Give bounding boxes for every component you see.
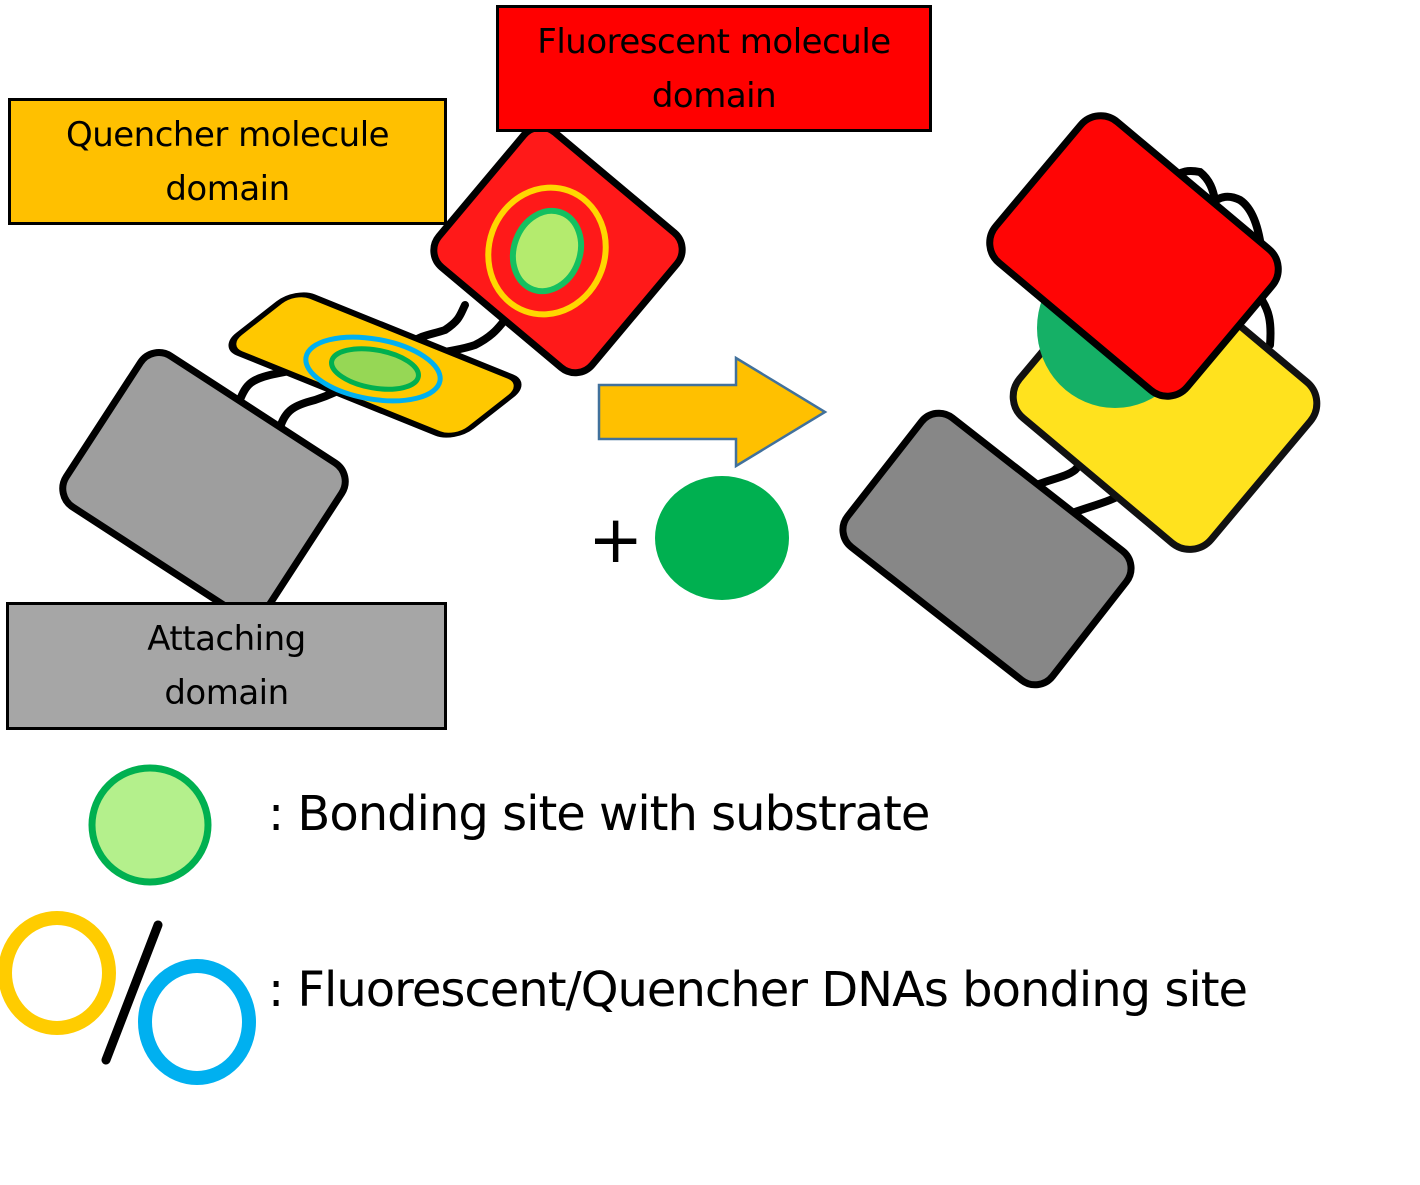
- plus-sign: +: [588, 501, 644, 578]
- linker: [1258, 296, 1275, 349]
- substrate-site: [329, 346, 421, 392]
- attaching-domain-label: Attaching domain: [6, 602, 447, 730]
- attaching-domain-right: [839, 409, 1135, 689]
- quencher-binding-site-left: [303, 334, 443, 404]
- fluorescent-domain-label: Fluorescent molecule domain: [496, 5, 932, 132]
- quencher-dna-ring: [303, 334, 443, 404]
- legend-slash-icon: [101, 920, 163, 1065]
- substrate-molecule: [655, 476, 789, 600]
- legend-substrate-site-text: : Bonding site with substrate: [268, 786, 930, 842]
- substrate-site: [509, 207, 585, 295]
- fluorescent-dna-ring: [485, 184, 609, 318]
- legend-fluorescent-ring-icon: [0, 911, 116, 1035]
- legend-substrate-site-icon: [88, 764, 212, 886]
- fluorescent-binding-site-left: [485, 184, 609, 318]
- reaction-arrow: [597, 355, 828, 469]
- linker: [276, 386, 344, 432]
- quencher-domain-label: Quencher molecule domain: [8, 98, 447, 225]
- legend-quencher-ring-icon: [138, 959, 256, 1085]
- legend-dna-site-text: : Fluorescent/Quencher DNAs bonding site: [268, 962, 1248, 1018]
- attaching-domain-left: [59, 349, 349, 621]
- fluorescent-domain-right: [986, 112, 1282, 400]
